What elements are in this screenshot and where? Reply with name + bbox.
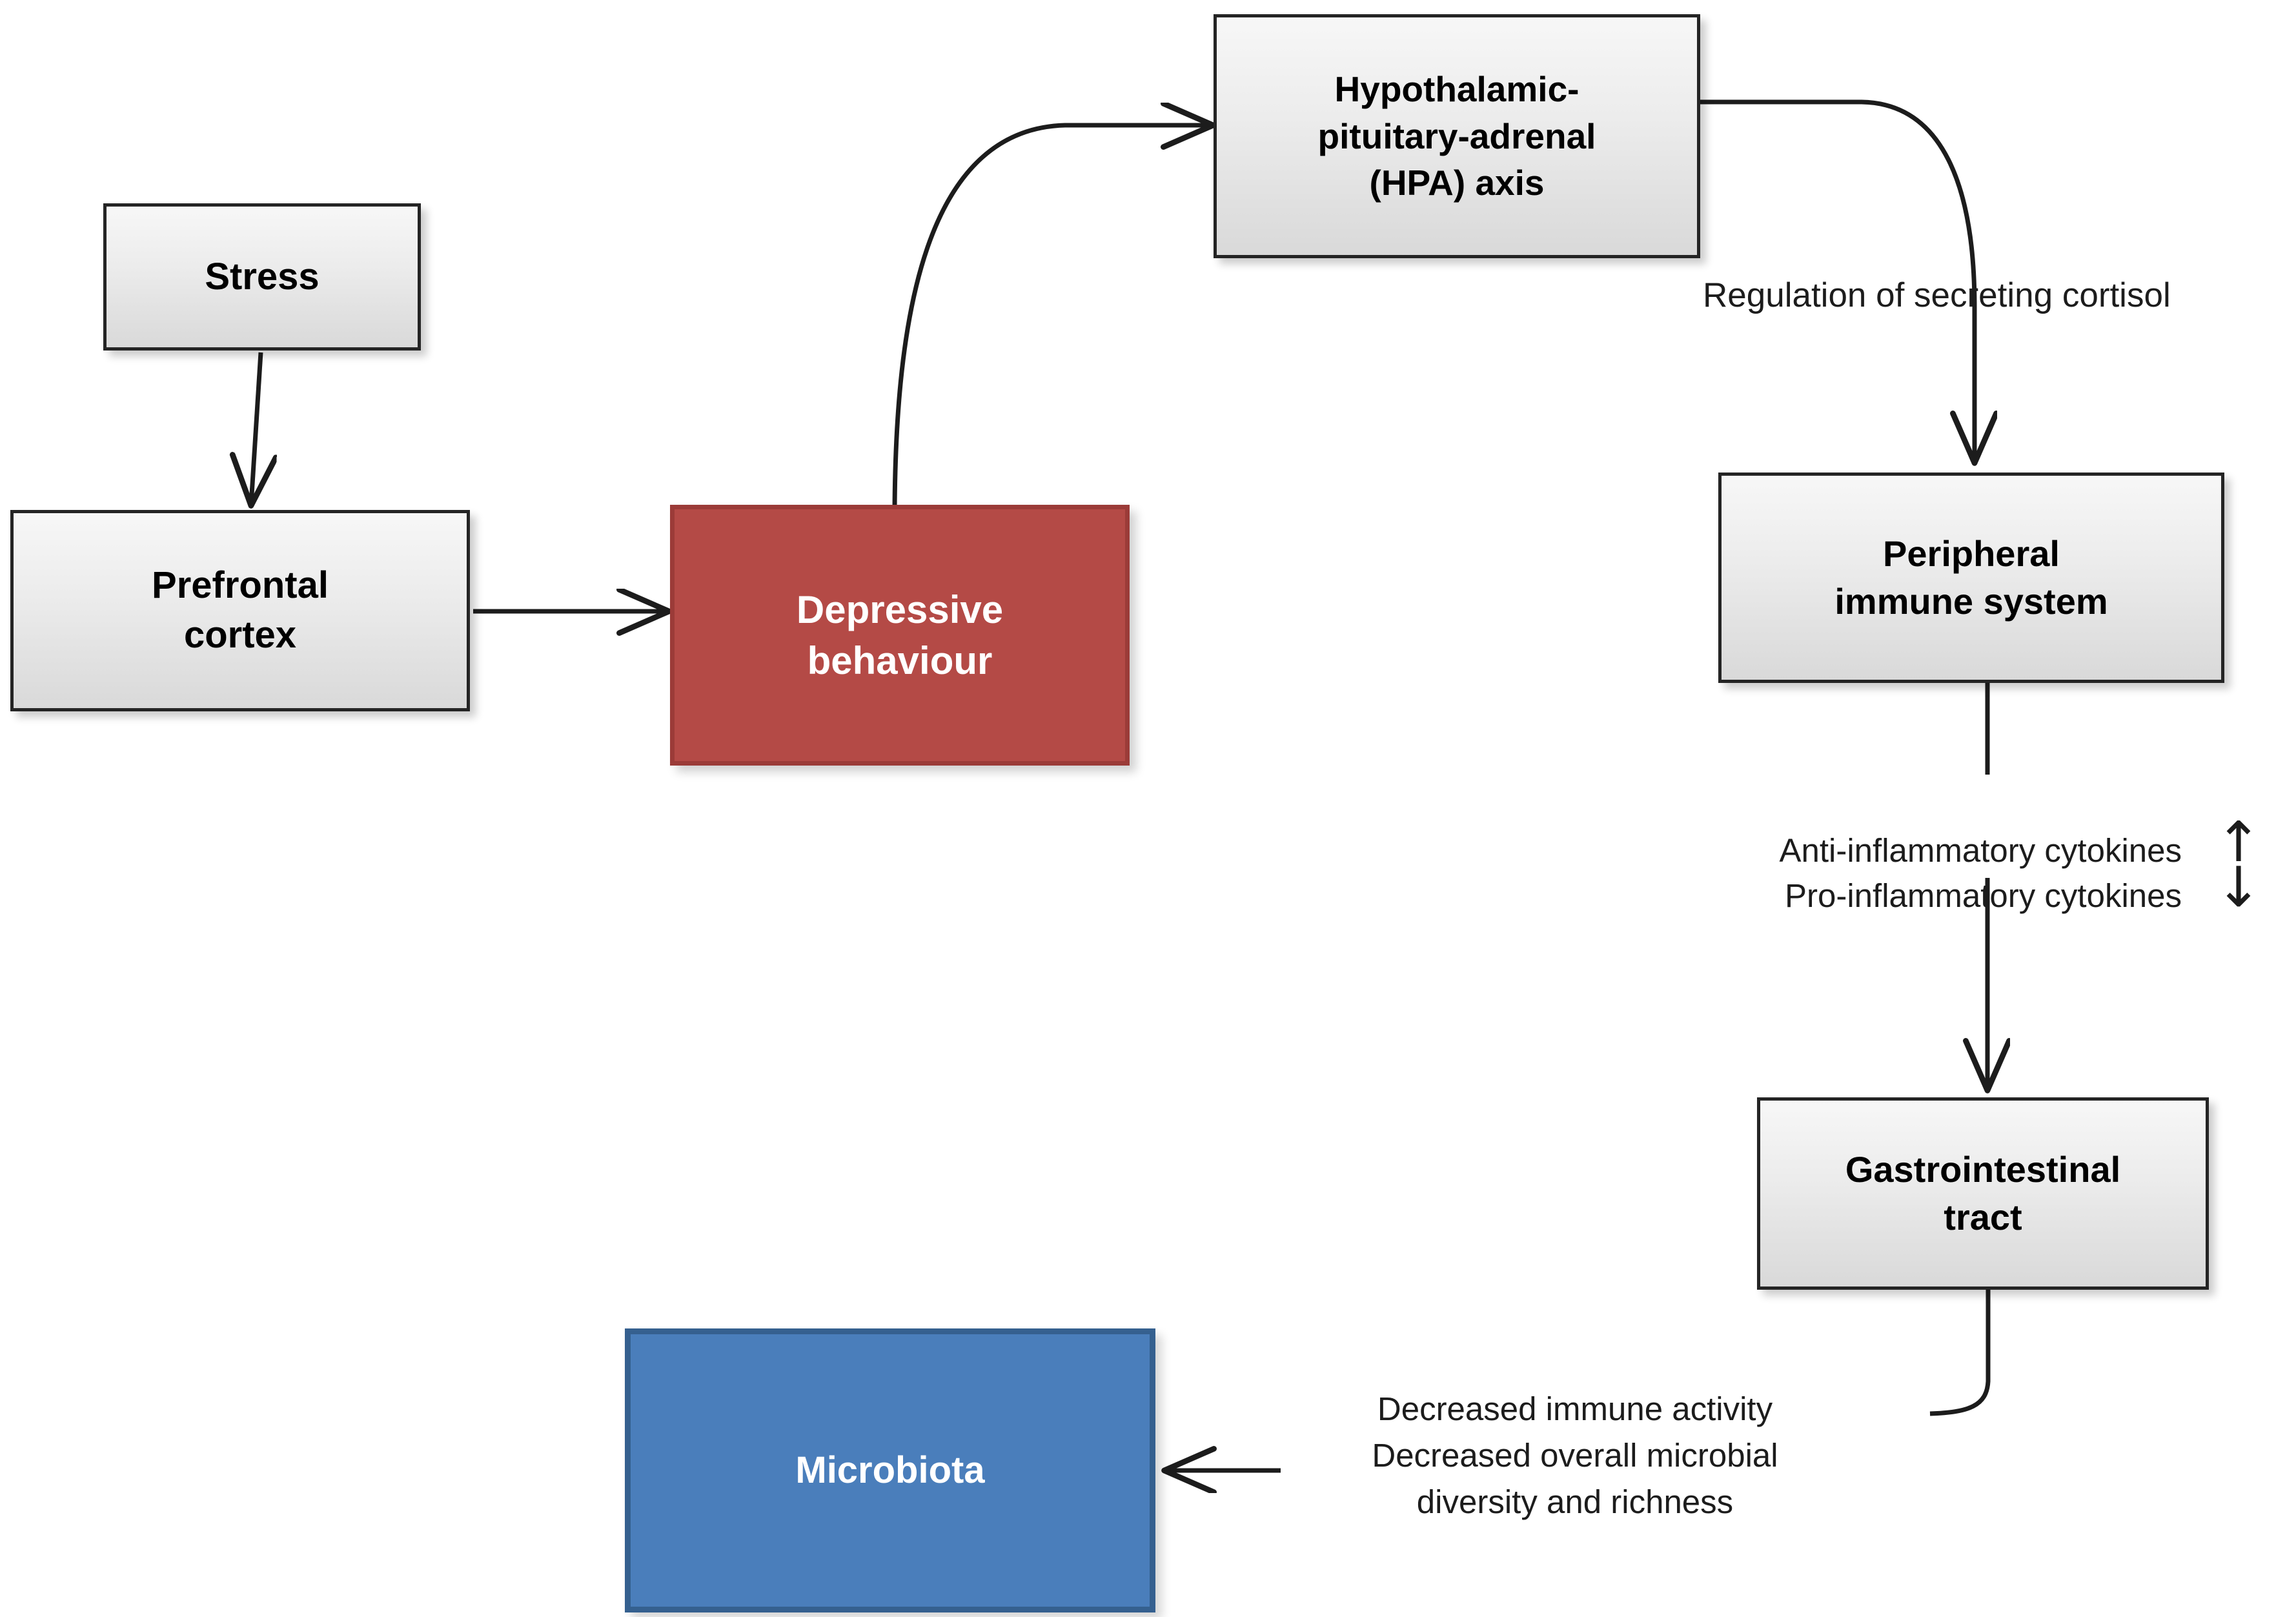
arrow-down-icon: ↓ — [2215, 855, 2262, 920]
node-gastrointestinal-tract-label-line2: tract — [1944, 1197, 2022, 1237]
node-depressive-behaviour-label-line2: behaviour — [807, 639, 993, 682]
edge-stress-to-prefrontal — [251, 352, 261, 505]
node-hpa-axis-label-line1: Hypothalamic- — [1334, 69, 1580, 110]
node-prefrontal-cortex-label-line2: cortex — [183, 614, 297, 656]
node-hpa-axis[interactable]: Hypothalamic- pituitary-adrenal (HPA) ax… — [1214, 14, 1700, 258]
node-peripheral-immune-system[interactable]: Peripheral immune system — [1718, 473, 2224, 683]
edge-label-gut-line2: Decreased overall microbial — [1372, 1437, 1778, 1474]
node-hpa-axis-label-line3: (HPA) axis — [1369, 163, 1545, 203]
node-peripheral-immune-system-label-line1: Peripheral — [1883, 533, 2060, 575]
arrow-up-icon: ↑ — [2215, 810, 2262, 875]
node-stress[interactable]: Stress — [103, 203, 421, 351]
node-depressive-behaviour[interactable]: Depressive behaviour — [670, 505, 1130, 766]
node-gastrointestinal-tract-label-line1: Gastrointestinal — [1845, 1149, 2121, 1190]
node-stress-label: Stress — [205, 255, 320, 298]
edge-gi-to-microbiota-curve — [1929, 1290, 1991, 1416]
node-prefrontal-cortex-label-line1: Prefrontal — [152, 564, 329, 607]
edge-label-cortisol: Regulation of secreting cortisol — [1703, 276, 2171, 314]
edge-depressive-to-hpa — [892, 125, 1212, 509]
edge-label-cytokines-anti: Anti-inflammatory cytokines — [1779, 832, 2182, 869]
node-peripheral-immune-system-label-line2: immune system — [1834, 581, 2108, 622]
node-microbiota-label: Microbiota — [795, 1449, 985, 1491]
node-depressive-behaviour-label-line1: Depressive — [796, 587, 1004, 631]
node-prefrontal-cortex[interactable]: Prefrontal cortex — [10, 510, 470, 711]
edge-label-cytokines-pro: Pro-inflammatory cytokines — [1784, 877, 2182, 914]
node-hpa-axis-label-line2: pituitary-adrenal — [1317, 116, 1596, 156]
edge-label-gut-line3: diversity and richness — [1416, 1483, 1734, 1520]
node-gastrointestinal-tract[interactable]: Gastrointestinal tract — [1757, 1097, 2209, 1290]
node-microbiota[interactable]: Microbiota — [625, 1328, 1155, 1612]
edge-label-gut-line1: Decreased immune activity — [1377, 1390, 1773, 1427]
